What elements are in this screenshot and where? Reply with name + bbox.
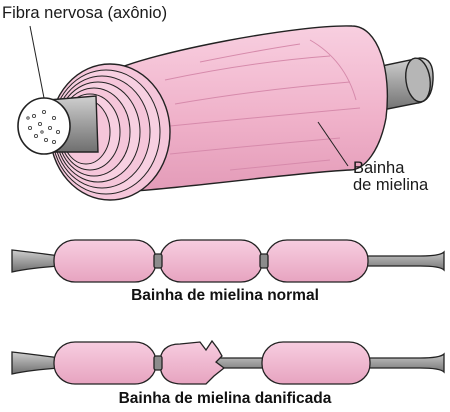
- myelin-segments-damaged: [54, 341, 370, 384]
- axon-cross-section: [18, 98, 70, 154]
- axon-label: Fibra nervosa (axônio): [2, 4, 167, 22]
- caption-normal-sheath: Bainha de mielina normal: [0, 287, 450, 305]
- axon-leader-line: [30, 26, 44, 98]
- myelin-segments-normal: [54, 240, 368, 282]
- myelin-sheath-label: Bainha de mielina: [353, 160, 428, 195]
- myelin-sheath-label-line1: Bainha: [353, 160, 428, 177]
- caption-damaged-sheath: Bainha de mielina danificada: [0, 390, 450, 408]
- normal-sheath-diagram: [12, 240, 444, 282]
- myelin-sheath-label-line2: de mielina: [353, 177, 428, 194]
- torn-myelin-segment: [160, 341, 224, 384]
- damaged-sheath-diagram: [12, 341, 444, 384]
